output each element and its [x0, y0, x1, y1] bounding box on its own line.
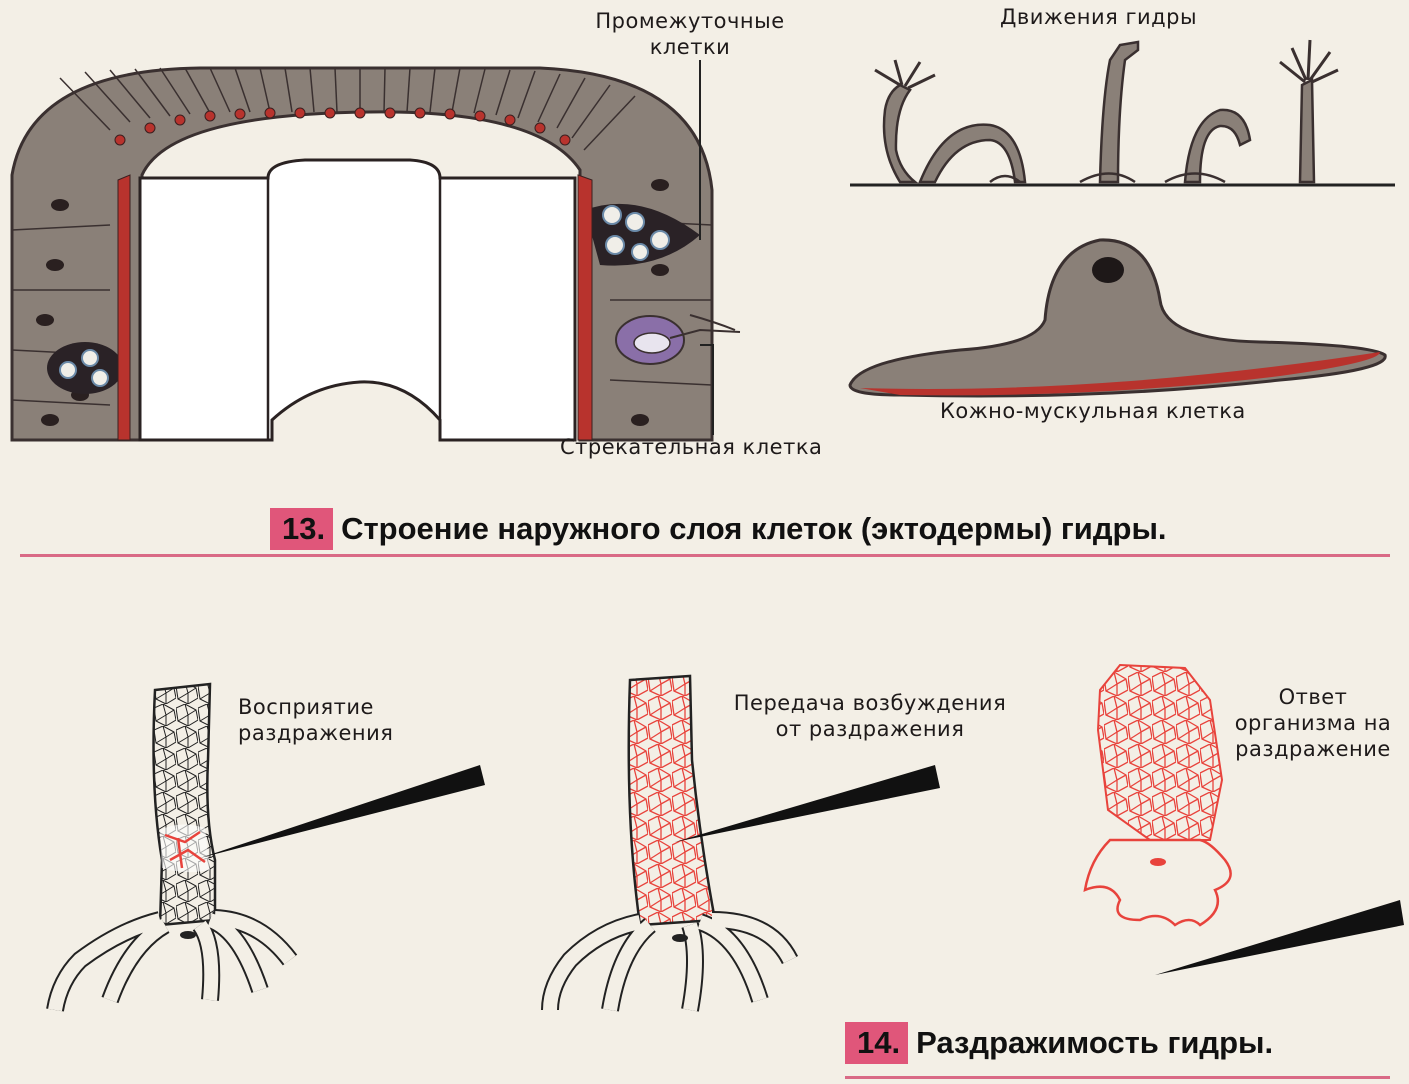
response-label-line1: Ответ: [1278, 685, 1348, 709]
bottom-divider: [845, 1076, 1390, 1079]
response-label-line3: раздражение: [1235, 737, 1391, 761]
stinging-cell-label: Стрекательная клетка: [560, 435, 823, 459]
hydra-transmission: [541, 674, 799, 1012]
transmission-label-line2: от раздражения: [775, 717, 965, 741]
transmission-label: Передача возбуждения от раздражения: [700, 690, 1040, 742]
hydra-movements: [850, 39, 1395, 187]
response-label: Ответ организма на раздражение: [1218, 684, 1408, 762]
ectoderm-arch: [10, 66, 741, 442]
hydra-response: [1083, 663, 1232, 927]
transmission-label-line1: Передача возбуждения: [733, 691, 1007, 715]
response-label-line2: организма на: [1234, 711, 1392, 735]
skin-muscle-cell-label: Кожно-мускульная клетка: [940, 399, 1246, 423]
section-divider: [20, 554, 1390, 557]
figure-14-title: Раздражимость гидры.: [916, 1025, 1274, 1060]
intermediate-cells-label: Промежуточные клетки: [560, 8, 820, 60]
label-pointers-13: [699, 60, 714, 435]
figure-13-caption: 13. Строение наружного слоя клеток (экто…: [270, 508, 1167, 550]
hydra-movements-label: Движения гидры: [1000, 5, 1198, 29]
perception-label-line2: раздражения: [238, 721, 394, 745]
figure-14-caption: 14. Раздражимость гидры.: [845, 1022, 1273, 1064]
perception-label-line1: Восприятие: [238, 695, 374, 719]
skin-muscle-cell: [848, 238, 1387, 398]
perception-label: Восприятие раздражения: [238, 694, 393, 746]
intermediate-cells-label-line1: Промежуточные: [595, 9, 785, 33]
figure-13-number: 13.: [270, 508, 334, 550]
stimulus-needles: [200, 765, 1404, 975]
hydra-perception: [46, 682, 298, 1012]
figure-13-title: Строение наружного слоя клеток (эктодерм…: [341, 511, 1167, 546]
intermediate-cells-label-line2: клетки: [649, 35, 731, 59]
figure-14-number: 14.: [845, 1022, 909, 1064]
